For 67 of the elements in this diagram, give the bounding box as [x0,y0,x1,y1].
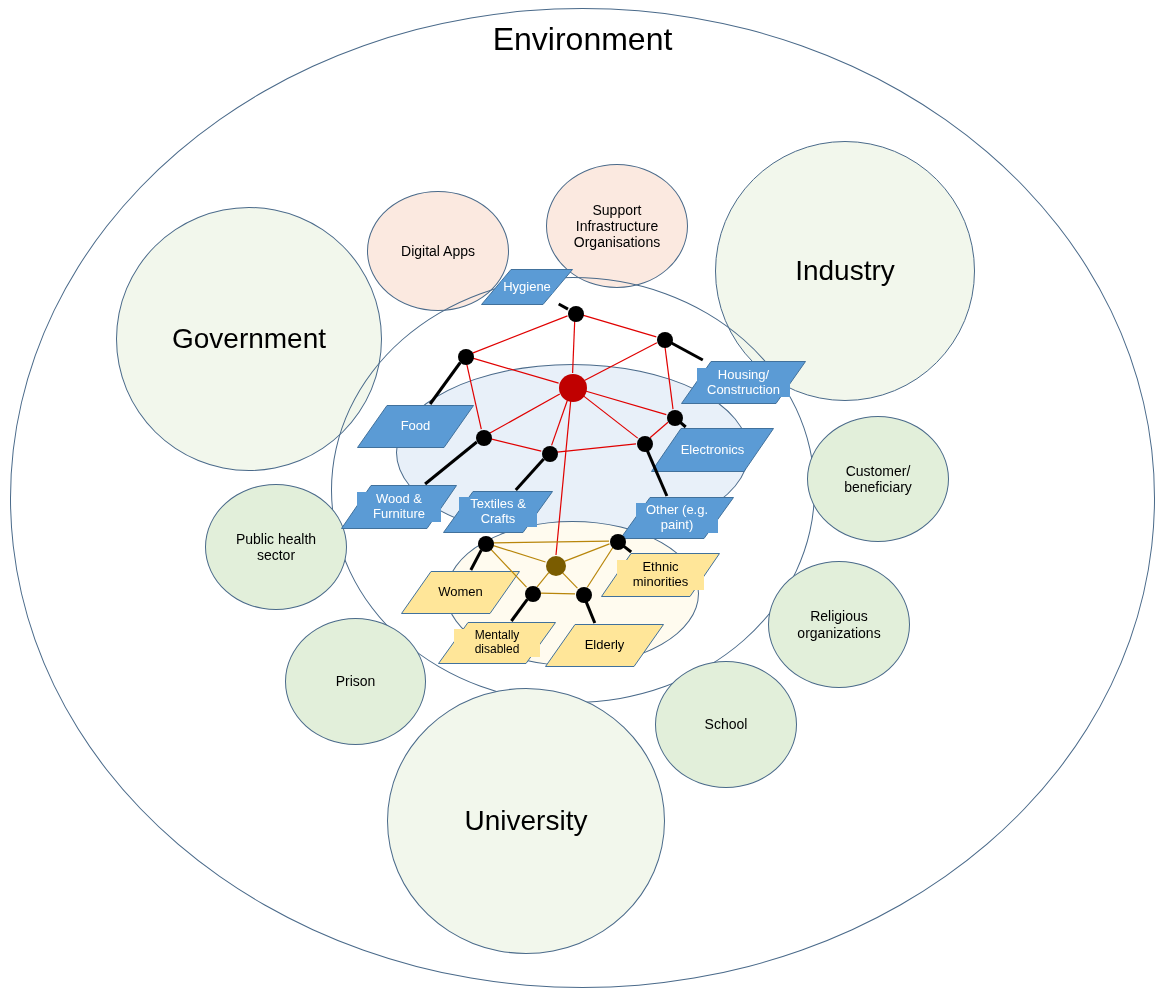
connector-line [471,315,569,354]
leader-line [584,600,597,624]
connector-line [555,400,572,556]
connector-line [551,399,568,446]
sector-parallelogram [651,428,774,472]
network-dot [657,332,673,348]
connector-line [582,395,639,439]
connector-line [584,390,667,416]
connector-line [539,592,576,595]
leader-line [558,302,569,311]
connector-line [492,544,547,563]
connector-line [489,393,561,434]
connector-line [582,314,657,338]
sector-parallelogram [681,361,806,404]
node-label: Government [171,322,327,356]
node-label: Prison [335,673,376,690]
group-parallelogram [545,624,664,667]
connector-line [466,363,482,430]
group-parallelogram [438,622,556,664]
connector-line [563,543,611,562]
group-parallelogram [401,571,520,614]
node-label: Customer/ beneficiary [843,462,913,496]
connector-line [561,571,578,589]
node-label: Public health sector [234,530,318,564]
node-label: Mentally disabled [454,629,540,657]
leader-line [428,361,462,405]
node-label: Environment [492,21,673,58]
node-label: Support Infrastructure Organisations [572,201,662,251]
sector-parallelogram [443,491,553,533]
connector-line [492,540,610,544]
connector-line [536,572,550,588]
network-dot [478,536,494,552]
connector-line [490,438,542,452]
node-label: Other (e.g. paint) [636,503,718,533]
node-label: Elderly [582,638,627,653]
node-label: Digital Apps [401,242,475,260]
leader-line [670,341,704,362]
node-label: Industry [795,254,895,288]
node-label: Wood & Furniture [357,492,441,522]
sector-parallelogram [620,497,734,539]
leader-line [424,440,478,486]
node-label: Textiles & Crafts [459,497,537,527]
connector-line [664,346,674,410]
leader-line [679,421,687,429]
connector-line [583,342,658,382]
node-label: Housing/ Construction [697,367,790,398]
sector-parallelogram [357,405,474,448]
leader-line [514,458,545,491]
connector-line [556,443,637,453]
connector-line [489,548,528,588]
leader-line [645,449,669,497]
group-parallelogram [601,553,720,597]
node-label: School [704,716,748,733]
network-dot [458,349,474,365]
leader-line [510,598,529,622]
connector-line [586,547,614,588]
connector-line [572,320,576,374]
network-dot [568,306,584,322]
node-label: Ethnic minorities [617,560,704,590]
connector-line [472,357,560,384]
connector-line [649,421,669,439]
leader-line [622,544,633,554]
sector-parallelogram [341,485,457,529]
node-label: Religious organizations [796,608,882,641]
node-label: University [464,804,588,838]
leader-line [469,549,483,571]
sector-parallelogram [481,269,573,305]
